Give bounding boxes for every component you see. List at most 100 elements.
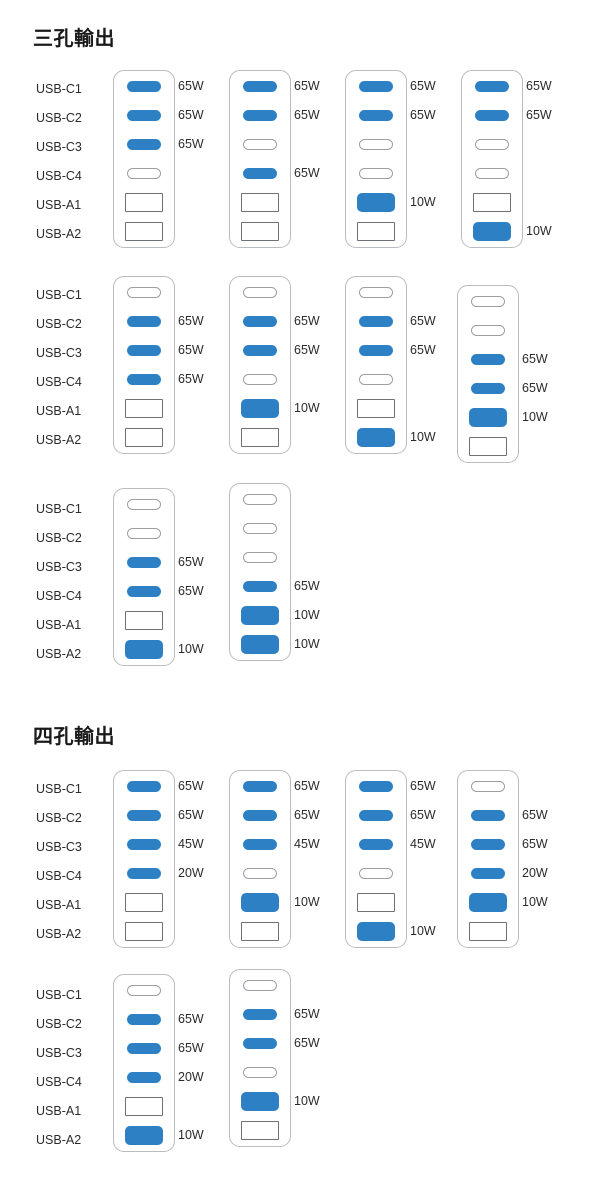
port-slot-usb-c4-inactive[interactable] (243, 867, 277, 879)
port-slot-usb-c4-active[interactable] (127, 867, 161, 879)
port-slot-usb-a1-active[interactable] (469, 892, 507, 912)
port-slot-usb-c2-active[interactable] (127, 1013, 161, 1025)
port-slot-usb-c1-active[interactable] (243, 80, 277, 92)
port-slot-usb-c3-inactive[interactable] (359, 138, 393, 150)
port-slot-usb-c4-inactive[interactable] (475, 167, 509, 179)
port-slot-usb-a1-inactive[interactable] (125, 192, 163, 212)
port-slot-usb-a2-inactive[interactable] (469, 436, 507, 456)
port-slot-usb-c1-inactive[interactable] (243, 493, 277, 505)
port-slot-usb-a2-inactive[interactable] (357, 221, 395, 241)
port-slot-usb-c2-active[interactable] (243, 109, 277, 121)
device-card[interactable] (113, 276, 175, 454)
port-slot-usb-a2-inactive[interactable] (125, 427, 163, 447)
port-slot-usb-c2-active[interactable] (359, 809, 393, 821)
port-slot-usb-a2-inactive[interactable] (241, 427, 279, 447)
port-slot-usb-c4-active[interactable] (471, 382, 505, 394)
port-slot-usb-c1-inactive[interactable] (243, 286, 277, 298)
port-slot-usb-c4-inactive[interactable] (359, 167, 393, 179)
port-slot-usb-c3-active[interactable] (127, 1042, 161, 1054)
port-slot-usb-c1-inactive[interactable] (127, 286, 161, 298)
port-slot-usb-c2-active[interactable] (127, 109, 161, 121)
port-slot-usb-c2-active[interactable] (127, 315, 161, 327)
port-slot-usb-c4-active[interactable] (243, 580, 277, 592)
port-slot-usb-c1-active[interactable] (243, 780, 277, 792)
port-slot-usb-c4-inactive[interactable] (359, 867, 393, 879)
device-card[interactable] (229, 276, 291, 454)
port-slot-usb-c4-inactive[interactable] (127, 167, 161, 179)
port-slot-usb-c1-active[interactable] (127, 780, 161, 792)
port-slot-usb-c3-inactive[interactable] (475, 138, 509, 150)
port-slot-usb-c2-inactive[interactable] (471, 324, 505, 336)
port-slot-usb-c4-active[interactable] (127, 1071, 161, 1083)
port-slot-usb-a2-active[interactable] (473, 221, 511, 241)
port-slot-usb-a1-inactive[interactable] (241, 192, 279, 212)
port-slot-usb-c4-active[interactable] (127, 585, 161, 597)
port-slot-usb-a1-active[interactable] (241, 605, 279, 625)
device-card[interactable] (113, 770, 175, 948)
port-slot-usb-c1-inactive[interactable] (127, 984, 161, 996)
device-card[interactable] (229, 969, 291, 1147)
port-slot-usb-c1-inactive[interactable] (127, 498, 161, 510)
port-slot-usb-c3-active[interactable] (243, 838, 277, 850)
port-slot-usb-c1-active[interactable] (127, 80, 161, 92)
port-slot-usb-a1-inactive[interactable] (125, 610, 163, 630)
device-card[interactable] (229, 70, 291, 248)
port-slot-usb-c3-active[interactable] (127, 838, 161, 850)
port-slot-usb-c3-active[interactable] (127, 556, 161, 568)
port-slot-usb-a1-inactive[interactable] (125, 398, 163, 418)
device-card[interactable] (229, 770, 291, 948)
port-slot-usb-c2-active[interactable] (243, 1008, 277, 1020)
port-slot-usb-c2-active[interactable] (127, 809, 161, 821)
port-slot-usb-c3-inactive[interactable] (243, 138, 277, 150)
port-slot-usb-c3-active[interactable] (471, 353, 505, 365)
port-slot-usb-c4-inactive[interactable] (359, 373, 393, 385)
port-slot-usb-c4-inactive[interactable] (243, 373, 277, 385)
port-slot-usb-c2-active[interactable] (243, 809, 277, 821)
port-slot-usb-a2-active[interactable] (125, 1125, 163, 1145)
port-slot-usb-a2-active[interactable] (357, 921, 395, 941)
port-slot-usb-c2-active[interactable] (475, 109, 509, 121)
port-slot-usb-c4-active[interactable] (243, 167, 277, 179)
port-slot-usb-c3-active[interactable] (359, 838, 393, 850)
port-slot-usb-c3-active[interactable] (471, 838, 505, 850)
port-slot-usb-c3-active[interactable] (127, 138, 161, 150)
port-slot-usb-a1-active[interactable] (241, 398, 279, 418)
port-slot-usb-a1-inactive[interactable] (125, 892, 163, 912)
port-slot-usb-c2-active[interactable] (471, 809, 505, 821)
port-slot-usb-a2-inactive[interactable] (241, 921, 279, 941)
port-slot-usb-a1-active[interactable] (241, 1091, 279, 1111)
port-slot-usb-c3-inactive[interactable] (243, 551, 277, 563)
port-slot-usb-c1-active[interactable] (475, 80, 509, 92)
port-slot-usb-a2-inactive[interactable] (241, 221, 279, 241)
port-slot-usb-a1-inactive[interactable] (357, 892, 395, 912)
device-card[interactable] (113, 974, 175, 1152)
device-card[interactable] (113, 70, 175, 248)
port-slot-usb-c1-inactive[interactable] (243, 979, 277, 991)
port-slot-usb-c2-active[interactable] (359, 315, 393, 327)
port-slot-usb-a2-active[interactable] (357, 427, 395, 447)
port-slot-usb-c1-inactive[interactable] (359, 286, 393, 298)
port-slot-usb-a1-inactive[interactable] (473, 192, 511, 212)
port-slot-usb-c3-active[interactable] (243, 344, 277, 356)
device-card[interactable] (345, 276, 407, 454)
port-slot-usb-a2-inactive[interactable] (125, 221, 163, 241)
port-slot-usb-c1-active[interactable] (359, 780, 393, 792)
device-card[interactable] (457, 770, 519, 948)
port-slot-usb-a1-inactive[interactable] (125, 1096, 163, 1116)
port-slot-usb-c2-active[interactable] (359, 109, 393, 121)
device-card[interactable] (345, 770, 407, 948)
port-slot-usb-a2-active[interactable] (125, 639, 163, 659)
port-slot-usb-c1-inactive[interactable] (471, 780, 505, 792)
port-slot-usb-c3-active[interactable] (243, 1037, 277, 1049)
port-slot-usb-c3-active[interactable] (359, 344, 393, 356)
port-slot-usb-c1-inactive[interactable] (471, 295, 505, 307)
device-card[interactable] (229, 483, 291, 661)
device-card[interactable] (113, 488, 175, 666)
port-slot-usb-a2-inactive[interactable] (241, 1120, 279, 1140)
port-slot-usb-a2-active[interactable] (241, 634, 279, 654)
port-slot-usb-c4-active[interactable] (471, 867, 505, 879)
port-slot-usb-c4-active[interactable] (127, 373, 161, 385)
port-slot-usb-a1-active[interactable] (357, 192, 395, 212)
port-slot-usb-a2-inactive[interactable] (469, 921, 507, 941)
device-card[interactable] (457, 285, 519, 463)
